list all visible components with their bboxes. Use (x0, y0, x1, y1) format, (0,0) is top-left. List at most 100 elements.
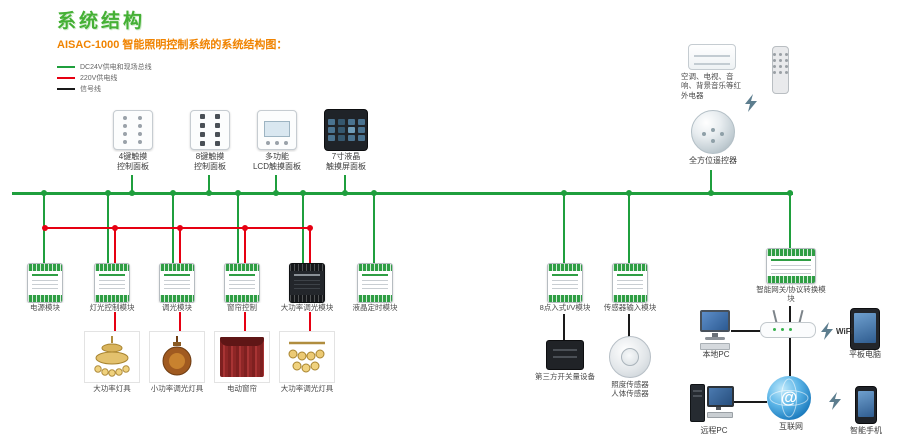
wire-omniremote-bus (710, 170, 712, 192)
junction-dot (371, 190, 377, 196)
local-pc-label: 本地PC (698, 350, 734, 360)
dc24v-main-bus-line (12, 192, 793, 195)
panel-lcd-label: 多功能 LCD触摸面板 (244, 152, 310, 172)
wire-localpc-router (731, 330, 760, 332)
legend-line-green (57, 66, 75, 68)
junction-dot-220v (42, 225, 48, 231)
lightning-mobile-icon (829, 392, 841, 410)
thirdparty-switch-device-label: 第三方开关量设备 (526, 372, 604, 382)
curtain-control-module-icon (224, 263, 260, 303)
wire-bus-gateway (789, 195, 791, 248)
wire-bus-dim-module (172, 195, 174, 263)
monitor-stand (712, 333, 718, 337)
panel-lcd-icon (257, 110, 297, 150)
monitor-base (705, 337, 725, 340)
lightning-wireless-icon (745, 94, 757, 112)
air-conditioner-icon (688, 44, 736, 70)
wifi-router-icon (760, 309, 816, 338)
junction-dot (626, 190, 632, 196)
page-title: 系统结构 (57, 11, 146, 32)
dimming-module-icon (159, 263, 195, 303)
wire-bus-light-module (107, 195, 109, 263)
iv-input-module-icon (547, 263, 583, 303)
wifi-label: WiFi (836, 327, 853, 336)
lightning-wifi-icon (821, 322, 833, 340)
wire-bus-timer-module (373, 195, 375, 263)
pc-monitor-stand (716, 407, 721, 410)
smartphone-label: 智能手机 (846, 426, 886, 436)
curtain-fabric (220, 337, 264, 377)
electric-curtain-label: 电动窗帘 (206, 384, 278, 394)
wire-bus-sensorin-module (628, 195, 630, 263)
legend-line-black (57, 88, 75, 90)
iv-input-module-label: 8点入式I/V模块 (531, 303, 599, 313)
router-leds (773, 328, 776, 331)
curtain-control-module-label: 窗帘控制 (208, 303, 276, 313)
electric-curtain-icon (214, 331, 270, 383)
junction-dot (206, 190, 212, 196)
pc-monitor (707, 386, 734, 407)
junction-dot-220v (177, 225, 183, 231)
sensor-input-module-label: 传感器输入模块 (596, 303, 664, 313)
wire-bus-highpower-module (302, 195, 304, 263)
legend-line-red (57, 77, 75, 79)
junction-dot (300, 190, 306, 196)
highpower-lamp-icon (84, 331, 140, 383)
legend-label-220v: 220V供电线 (80, 75, 118, 82)
junction-dot (41, 190, 47, 196)
panel-7inch-label: 7寸液晶 触摸屏面板 (313, 152, 379, 172)
occupancy-light-sensor-icon (609, 336, 651, 378)
lcd-screen (264, 120, 290, 137)
legend-row-signal: 信号线 (57, 84, 152, 94)
junction-dot (708, 190, 714, 196)
tablet-icon (850, 308, 880, 350)
highpower-dim-lamp-label: 大功率调光灯具 (271, 384, 343, 394)
remote-pc-icon (690, 382, 734, 424)
legend-row-dc24v: DC24V供电和现场总线 (57, 62, 152, 72)
highpower-dimming-module-icon (289, 263, 325, 303)
keyboard (700, 343, 730, 350)
junction-dot (170, 190, 176, 196)
monitor-screen (700, 310, 730, 332)
lowpower-lamp-label: 小功率调光灯具 (141, 384, 213, 394)
lowpower-lamp-icon (149, 331, 205, 383)
lcd-buttons (258, 140, 296, 145)
globe-meridians (769, 378, 809, 418)
highpower-dim-lamp-icon (279, 331, 335, 383)
wire-router-internet (789, 338, 791, 376)
junction-dot (105, 190, 111, 196)
page-subtitle: AISAC-1000 智能照明控制系统的系统结构图： (57, 39, 288, 51)
junction-dot-220v (307, 225, 313, 231)
tablet-label: 平板电脑 (843, 350, 887, 360)
junction-dot (787, 190, 793, 196)
remote-pc-label: 远程PC (696, 426, 732, 436)
local-pc-icon (698, 310, 732, 350)
light-control-module-label: 灯光控制模块 (78, 303, 146, 313)
wire-panellcd-bus (275, 175, 277, 192)
internet-label: 互联网 (775, 422, 807, 432)
wire-panel8key-bus (208, 175, 210, 192)
sensor-input-module-icon (612, 263, 648, 303)
legend: DC24V供电和现场总线 220V供电线 信号线 (57, 62, 152, 95)
panel-8key-label: 8键触摸 控制面板 (177, 152, 243, 172)
panel-4key-icon (113, 110, 153, 150)
wire-remotepc-internet (732, 401, 767, 403)
panel-8key-icon (190, 110, 230, 150)
wire-panel4key-bus (131, 175, 133, 192)
wire-bus-iv-module (563, 195, 565, 263)
junction-dot (561, 190, 567, 196)
smartphone-icon (855, 386, 877, 424)
legend-row-220v: 220V供电线 (57, 73, 152, 83)
junction-dot (129, 190, 135, 196)
power-module-icon (27, 263, 63, 303)
timer-module-label: 液晶定时模块 (341, 303, 409, 313)
wire-bus-curtain-module (237, 195, 239, 263)
ir-appliances-label: 空调、电视、音响、背景音乐等红外电器 (680, 72, 746, 101)
wire-panel7inch-bus (344, 175, 346, 192)
power-module-label: 电源模块 (11, 303, 79, 313)
junction-dot-220v (112, 225, 118, 231)
thirdparty-switch-device-icon (546, 340, 584, 370)
junction-dot (342, 190, 348, 196)
panel-7inch-icon (324, 109, 368, 151)
